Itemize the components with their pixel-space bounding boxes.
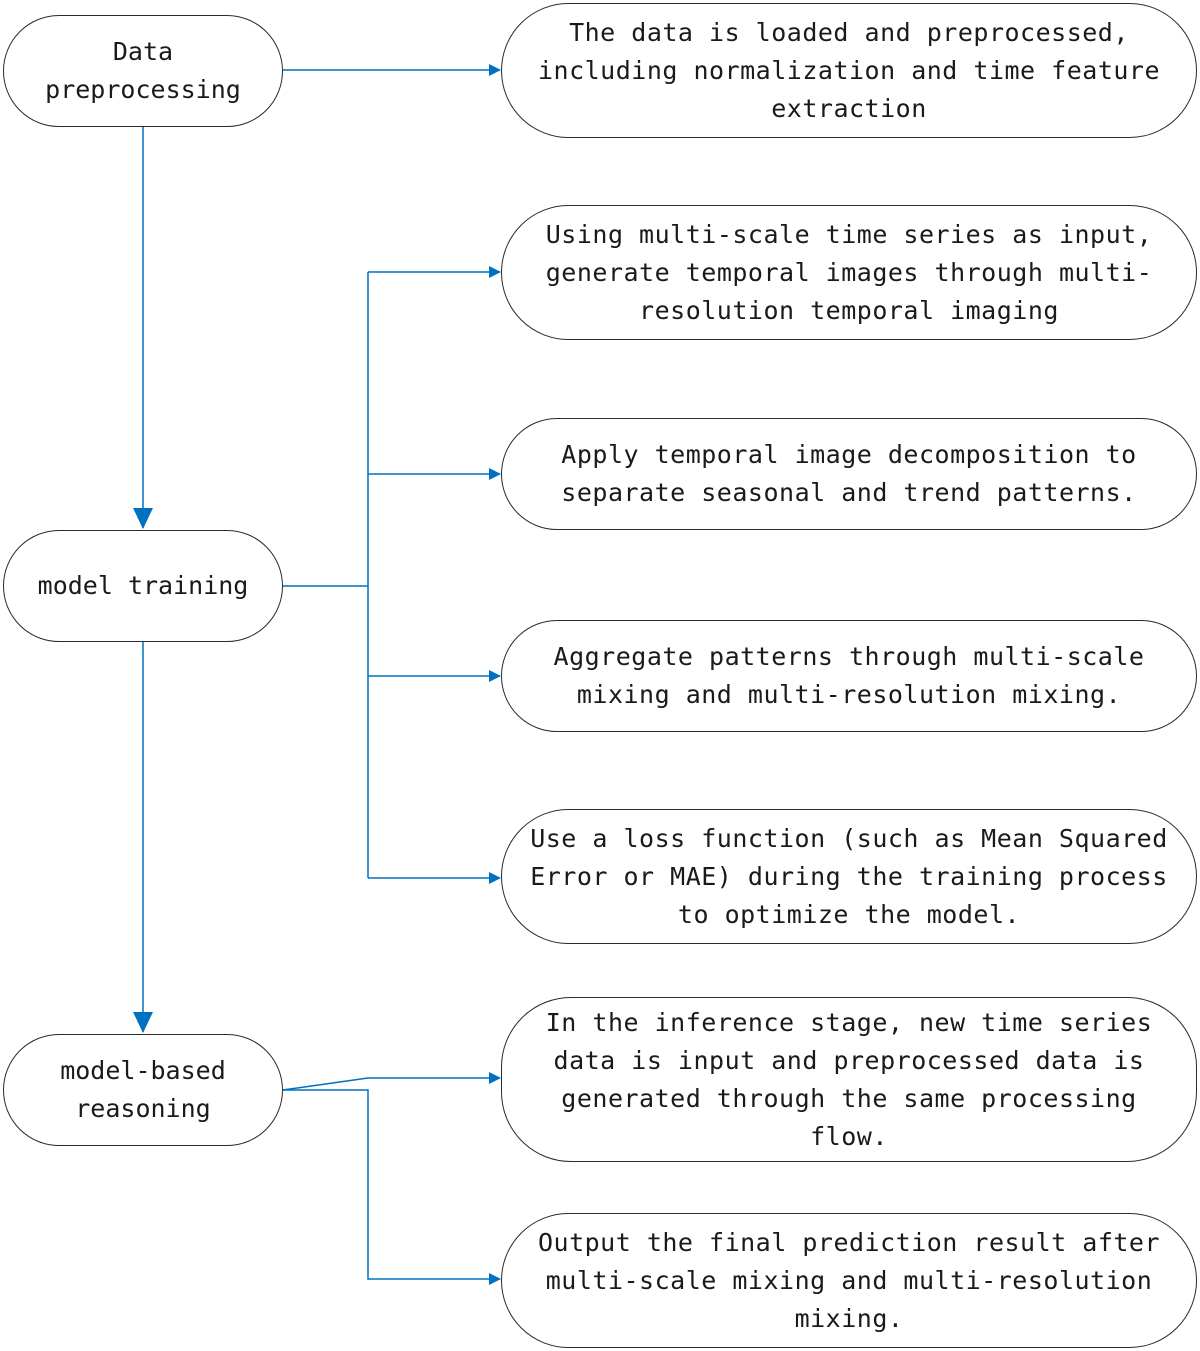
step-output-label: Output the final prediction result after… [537, 1227, 1161, 1333]
step-aggregate-label: Aggregate patterns through multi-scale m… [553, 642, 1145, 709]
stage-model-based-reasoning: model-based reasoning [3, 1034, 283, 1146]
step-decomposition-label: Apply temporal image decomposition to se… [561, 440, 1137, 507]
step-inference-label: In the inference stage, new time series … [545, 1007, 1153, 1151]
step-inference: In the inference stage, new time series … [501, 997, 1197, 1162]
stage-model-training: model training [3, 530, 283, 642]
stage-model-based-reasoning-label: model-based reasoning [60, 1056, 226, 1123]
arrowhead-reasoning [133, 1012, 153, 1033]
step-loss-label: Use a loss function (such as Mean Square… [530, 823, 1168, 929]
step-output: Output the final prediction result after… [501, 1213, 1197, 1348]
arrow-reasoning-to-inference [282, 1072, 501, 1091]
arrowhead-training [133, 508, 153, 529]
step-temporal-imaging: Using multi-scale time series as input, … [501, 205, 1197, 340]
step-loss: Use a loss function (such as Mean Square… [501, 809, 1197, 944]
stage-data-preprocessing: Data preprocessing [3, 15, 283, 127]
arrow-reasoning-to-output [283, 1089, 501, 1285]
stage-model-training-label: model training [37, 571, 249, 600]
step-load-preprocess: The data is loaded and preprocessed, inc… [501, 3, 1197, 138]
step-decomposition: Apply temporal image decomposition to se… [501, 418, 1197, 530]
step-aggregate: Aggregate patterns through multi-scale m… [501, 620, 1197, 732]
stage-data-preprocessing-label: Data preprocessing [45, 37, 241, 104]
step-load-preprocess-label: The data is loaded and preprocessed, inc… [537, 17, 1161, 123]
step-temporal-imaging-label: Using multi-scale time series as input, … [545, 219, 1153, 325]
